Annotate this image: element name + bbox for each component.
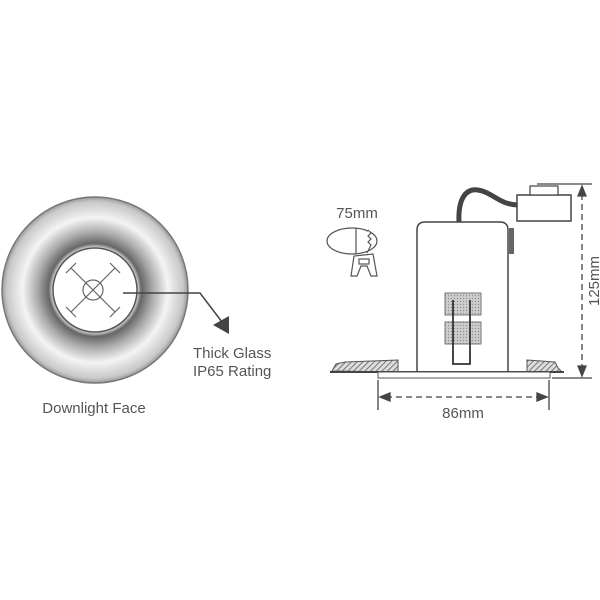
spring-clip (509, 228, 514, 254)
junction-box-lid (529, 185, 559, 196)
callout-ip65: IP65 Rating (193, 363, 271, 380)
callout-line (123, 292, 223, 323)
bezel-flange (377, 371, 551, 379)
width-dimension (377, 380, 550, 410)
height-dimension (537, 183, 592, 379)
downlight-side-view: 75mm 86mm (326, 183, 600, 422)
height-label: 125mm (586, 256, 600, 306)
lamp-holder-bottom (444, 321, 482, 345)
width-label: 86mm (442, 405, 484, 422)
downlight-face-view: Thick Glass IP65 Rating Downlight Face (1, 196, 271, 417)
cable (456, 187, 519, 223)
junction-box (516, 194, 572, 222)
glass-lens (52, 247, 138, 333)
callout-thick-glass: Thick Glass (193, 345, 271, 362)
face-caption: Downlight Face (42, 400, 145, 417)
ceiling-right-hatched (526, 359, 564, 373)
ceiling-left-hatched (331, 359, 399, 373)
lamp-clip (452, 300, 471, 365)
saw-cutout-icon (326, 227, 378, 277)
lamp-holder-top (444, 292, 482, 316)
lamp-cross-icon (65, 262, 121, 318)
cutout-label: 75mm (336, 205, 378, 222)
arrow-head-icon (213, 316, 229, 334)
